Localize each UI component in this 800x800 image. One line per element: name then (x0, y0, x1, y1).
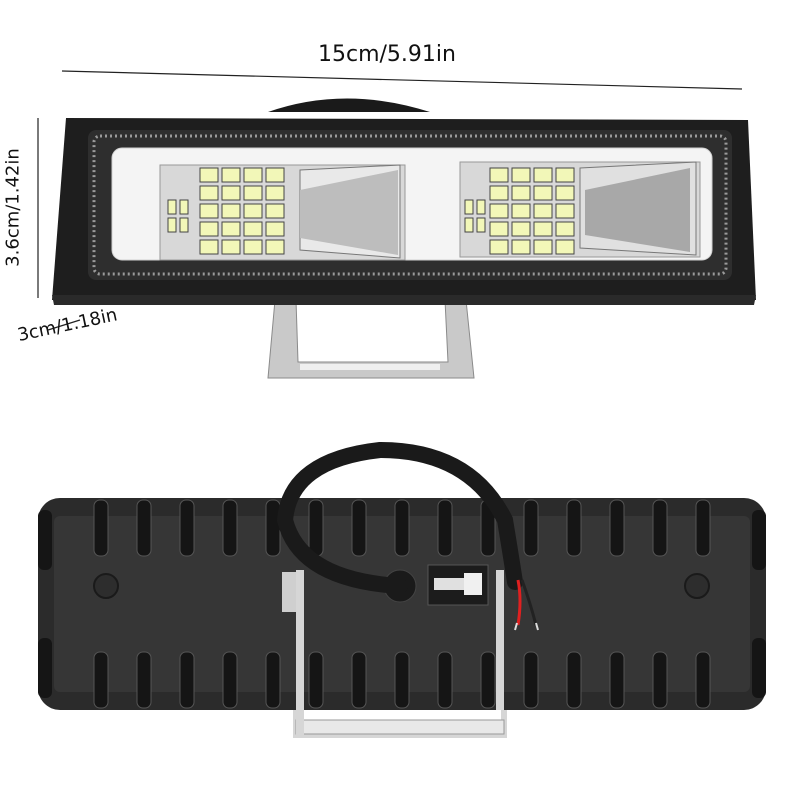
front-mounting-bracket (267, 299, 475, 379)
right-mount-hole (684, 573, 710, 599)
led-module-left (159, 164, 406, 261)
red-wire (516, 579, 522, 626)
black-wire (520, 579, 538, 626)
left-mount-hole (93, 573, 119, 599)
adjustment-bolt (427, 564, 489, 606)
front-view-light (52, 98, 756, 379)
cable-hump (268, 98, 430, 112)
power-cable (276, 441, 523, 594)
bottom-fins (93, 651, 711, 709)
length-dimension-label: 15cm/5.91in (318, 42, 456, 67)
led-module-right (459, 161, 701, 258)
top-fins (93, 499, 711, 557)
rear-view-light (38, 441, 766, 738)
